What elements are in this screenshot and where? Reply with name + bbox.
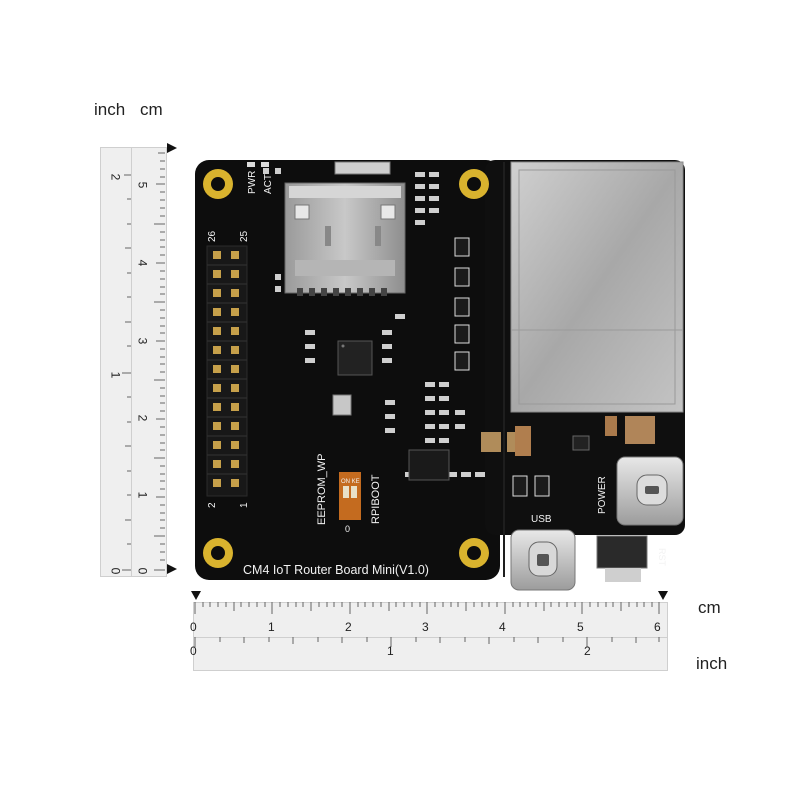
vertical-ruler-inch	[100, 147, 133, 577]
h-cm-tick-2: 2	[345, 620, 352, 634]
h-cm-tick-5: 5	[577, 620, 584, 634]
silk-rst-label: RST	[657, 548, 667, 567]
esd-chips	[454, 237, 470, 371]
silk-pwr-label: PWR	[247, 171, 258, 194]
silk-pin-2-label: 2	[207, 502, 218, 508]
mounting-hole-top-right	[459, 169, 489, 199]
router-board: PWR ACT 26 25 2 1 EEPROM_WP RPIBOOT ON K…	[195, 160, 685, 591]
silk-zero-label: 0	[345, 524, 350, 534]
controller-chip	[337, 340, 373, 376]
power-components	[408, 416, 655, 497]
silk-pin-26-label: 26	[207, 230, 218, 242]
crystal	[332, 394, 352, 416]
h-cm-tick-0: 0	[190, 620, 197, 634]
vertical-ruler-markers	[167, 143, 177, 574]
silk-power-label: POWER	[597, 476, 608, 514]
mounting-hole-top-left	[203, 169, 233, 199]
silk-eeprom-wp-label: EEPROM_WP	[316, 453, 328, 525]
horizontal-ruler-markers	[191, 591, 668, 600]
h-inch-tick-0: 0	[190, 644, 197, 658]
smd-components	[263, 168, 485, 477]
vertical-ruler-inch-unit: inch	[94, 100, 126, 119]
dip-switch	[339, 472, 361, 520]
silk-pin-1-label: 1	[239, 502, 250, 508]
vertical-ruler-cm-unit: cm	[140, 100, 163, 119]
sd-card-slot	[284, 161, 406, 296]
usb-c-power-port	[616, 456, 684, 526]
h-cm-tick-6: 6	[654, 620, 661, 634]
h-cm-tick-3: 3	[422, 620, 429, 634]
vertical-ruler-ticks	[122, 152, 165, 571]
silk-on-ke-label: ON KE	[341, 479, 360, 485]
silk-pin-25-label: 25	[239, 230, 250, 242]
horizontal-ruler-inch	[193, 637, 668, 671]
horizontal-ruler-cm-unit: cm	[698, 598, 721, 617]
mounting-hole-bottom-left	[203, 538, 233, 568]
gpio-header	[206, 245, 248, 497]
horizontal-ruler-ticks	[194, 602, 660, 647]
board-title: CM4 IoT Router Board Mini(V1.0)	[243, 563, 429, 577]
horizontal-ruler-inch-unit: inch	[696, 654, 728, 673]
silk-usb-label: USB	[531, 514, 552, 525]
h-cm-tick-1: 1	[268, 620, 275, 634]
h-cm-tick-4: 4	[499, 620, 506, 634]
silk-act-label: ACT	[263, 174, 274, 194]
usb-c-data-port	[510, 529, 576, 591]
reset-button	[596, 535, 648, 582]
ethernet-jack	[510, 161, 684, 413]
h-inch-tick-1: 1	[387, 644, 394, 658]
status-leds	[247, 162, 269, 167]
h-inch-tick-2: 2	[584, 644, 591, 658]
mounting-hole-bottom-right	[459, 538, 489, 568]
vertical-ruler-cm	[131, 147, 167, 577]
silk-rpiboot-label: RPIBOOT	[370, 474, 382, 524]
